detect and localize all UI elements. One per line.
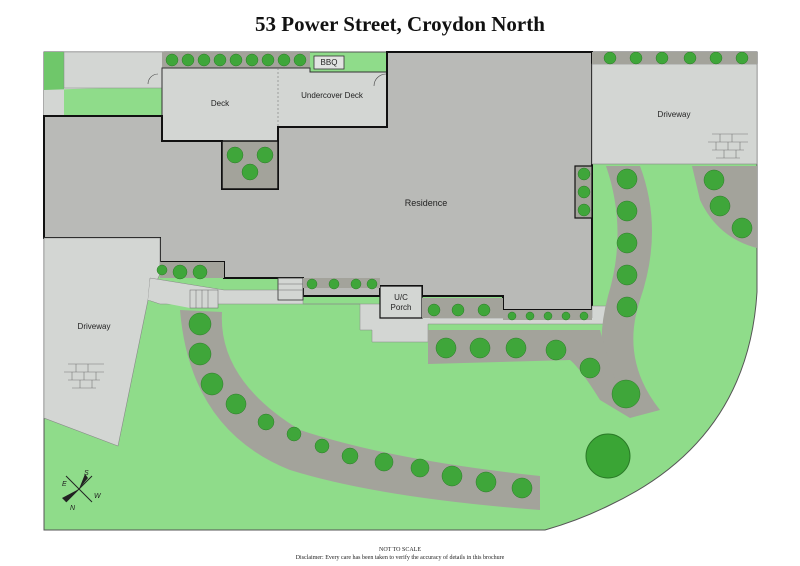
bed-curve-left bbox=[180, 310, 540, 510]
label-undercover-deck: Undercover Deck bbox=[301, 91, 364, 100]
step-centre-lines bbox=[278, 283, 303, 291]
brick-paving-icon-right bbox=[708, 133, 748, 159]
scale-note: NOT TO SCALE bbox=[378, 547, 421, 553]
page-title: 53 Power Street, Croydon North bbox=[255, 12, 545, 36]
footer: NOT TO SCALE Disclaimer: Every care has … bbox=[0, 546, 800, 562]
tree bbox=[585, 433, 631, 479]
disclaimer: Disclaimer: Every care has been taken to… bbox=[295, 555, 505, 561]
front-right-garden-strip bbox=[592, 52, 757, 64]
compass-w: W bbox=[94, 493, 102, 500]
compass-e: E bbox=[62, 481, 67, 488]
bed-left-front bbox=[160, 262, 224, 278]
bed-curve-right bbox=[601, 166, 660, 418]
label-porch-line1: U/C bbox=[394, 293, 408, 302]
compass-s: S bbox=[84, 470, 89, 477]
brick-paving-icon-left bbox=[64, 363, 104, 389]
compass-icon: S E W N bbox=[62, 470, 102, 512]
label-driveway-right: Driveway bbox=[658, 110, 691, 119]
rear-walkway bbox=[63, 51, 165, 89]
label-bbq: BBQ bbox=[321, 58, 338, 67]
bbq-box bbox=[313, 55, 345, 70]
label-residence: Residence bbox=[405, 198, 448, 208]
label-driveway-left: Driveway bbox=[78, 322, 111, 331]
bed-centre-front bbox=[303, 278, 380, 288]
compass-n: N bbox=[70, 505, 76, 512]
driveway-right bbox=[591, 63, 758, 165]
step-left-lines bbox=[195, 290, 209, 308]
porch bbox=[379, 285, 423, 319]
door-swing bbox=[147, 73, 159, 85]
door-swing-2 bbox=[373, 73, 387, 87]
shrubs bbox=[156, 51, 753, 499]
label-deck: Deck bbox=[211, 99, 230, 108]
front-path-2 bbox=[148, 280, 190, 308]
step-left bbox=[189, 289, 219, 309]
label-porch-line2: Porch bbox=[391, 303, 412, 312]
step-centre bbox=[277, 277, 304, 301]
